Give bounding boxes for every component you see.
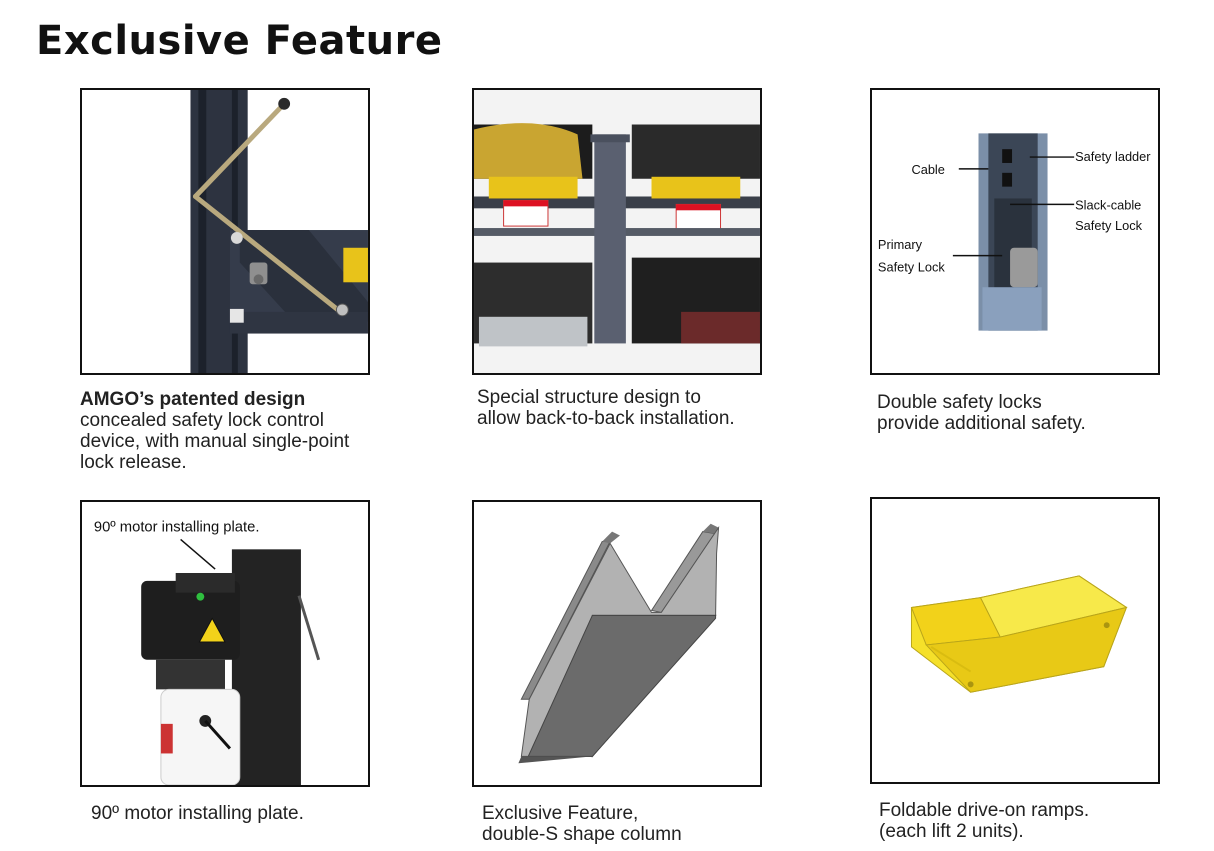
caption-line: device, with manual single-point: [80, 431, 350, 452]
caption-line: concealed safety lock control: [80, 410, 324, 431]
caption-line: (each lift 2 units).: [879, 821, 1024, 842]
caption-line: lock release.: [80, 452, 187, 473]
label-primary-1: Primary: [878, 237, 923, 252]
label-safety-ladder: Safety ladder: [1075, 149, 1151, 164]
parking-lift-illustration: [474, 90, 760, 373]
label-slack-cable-1: Slack-cable: [1075, 197, 1141, 212]
caption-line: allow back-to-back installation.: [477, 408, 735, 429]
feature-caption-6: Foldable drive-on ramps. (each lift 2 un…: [879, 800, 1089, 842]
feature-image-motor-plate: 90º motor installing plate.: [80, 500, 370, 787]
caption-line: Exclusive Feature,: [482, 803, 639, 824]
label-motor-plate: 90º motor installing plate.: [94, 520, 260, 536]
caption-line: Double safety locks: [877, 392, 1042, 413]
safety-locks-diagram: Cable Safety ladder Slack-cable Safety L…: [878, 133, 1151, 331]
feature-caption-3: Double safety locks provide additional s…: [877, 392, 1086, 434]
feature-image-safety-locks: Cable Safety ladder Slack-cable Safety L…: [870, 88, 1160, 375]
caption-line: double-S shape column: [482, 824, 682, 845]
feature-image-double-s-column: [472, 500, 762, 787]
feature-caption-1: AMGO’s patented design concealed safety …: [80, 389, 349, 473]
label-slack-cable-2: Safety Lock: [1075, 218, 1142, 233]
feature-image-back-to-back: [472, 88, 762, 375]
motor-illustration: 90º motor installing plate.: [94, 520, 321, 785]
feature-caption-4: 90º motor installing plate.: [91, 803, 304, 824]
page-title: Exclusive Feature: [36, 18, 443, 64]
caption-bold: AMGO’s patented design: [80, 389, 306, 410]
caption-line: provide additional safety.: [877, 413, 1086, 434]
feature-caption-5: Exclusive Feature, double-S shape column: [482, 803, 682, 845]
caption-line: 90º motor installing plate.: [91, 803, 304, 824]
feature-image-safety-lock-handle: [80, 88, 370, 375]
lock-handle-illustration: [190, 90, 368, 373]
label-cable: Cable: [911, 162, 944, 177]
column-profile-illustration: [518, 523, 720, 764]
ramp-illustration: [910, 575, 1128, 693]
feature-image-foldable-ramps: [870, 497, 1160, 784]
caption-line: Foldable drive-on ramps.: [879, 800, 1090, 821]
label-primary-2: Safety Lock: [878, 259, 945, 274]
feature-caption-2: Special structure design to allow back-t…: [477, 387, 735, 429]
caption-line: Special structure design to: [477, 387, 701, 408]
